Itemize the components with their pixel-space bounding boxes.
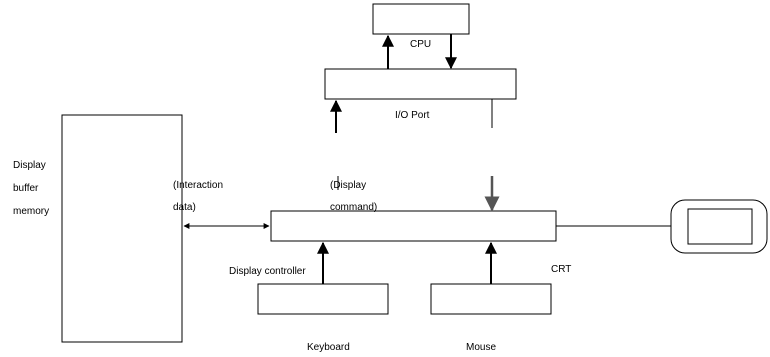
cpu-label: CPU — [410, 39, 432, 50]
display-command-label-2: command) — [330, 202, 378, 213]
display-controller-box — [270, 210, 557, 242]
keyboard-label: Keyboard — [307, 342, 350, 353]
display-buffer-label-1: Display — [13, 160, 46, 171]
display-buffer-label-2: buffer — [13, 183, 39, 194]
display-buffer-memory-box — [61, 114, 183, 343]
interaction-data-label-1: (Interaction — [173, 180, 224, 191]
display-buffer-label-3: memory — [13, 206, 50, 217]
cpu-box — [372, 3, 470, 35]
keyboard-box — [257, 283, 389, 315]
interaction-data-label-2: data) — [173, 202, 196, 213]
mouse-label: Mouse — [466, 342, 497, 353]
display-controller-label: Display controller — [229, 266, 306, 277]
display-command-label-1: (Display — [330, 180, 367, 191]
crt-label: CRT — [551, 264, 572, 275]
io-port-label: I/O Port — [395, 110, 430, 121]
crt-monitor-screen — [687, 208, 753, 245]
mouse-box — [430, 283, 552, 315]
io-port-box — [324, 68, 517, 100]
